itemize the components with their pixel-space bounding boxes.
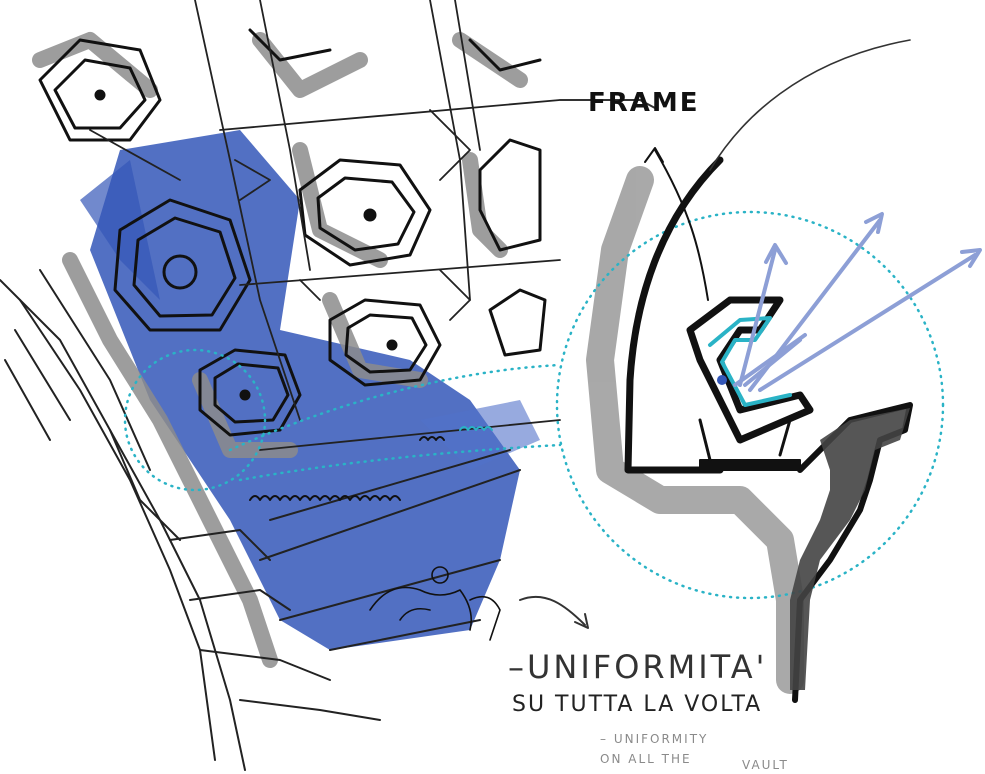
- figures: [369, 566, 501, 641]
- section-profile: [624, 39, 913, 703]
- light-rays: [733, 212, 982, 392]
- small-dotted-circle: [123, 348, 267, 492]
- on-all-the-label: ON ALL THE: [600, 752, 692, 766]
- large-dotted-circle: [555, 210, 945, 600]
- vault-label: VAULT: [742, 758, 789, 772]
- uniformita-label: –UNIFORMITA': [508, 648, 768, 686]
- annotation-arrow: [519, 99, 656, 629]
- uniformity-label: – UNIFORMITY: [600, 732, 709, 746]
- frame-label: FRAME: [588, 88, 700, 118]
- gray-shadows: [32, 32, 804, 694]
- coffers: [38, 28, 547, 437]
- dentils: [249, 426, 493, 501]
- su-tutta-la-volta-label: SU TUTTA LA VOLTA: [512, 692, 763, 717]
- dotted-connector-top: [228, 363, 562, 452]
- grid-lines: [89, 0, 561, 451]
- dotted-connector-bottom: [238, 443, 562, 482]
- cornice-lines: [0, 269, 521, 771]
- light-fixture: [644, 147, 814, 462]
